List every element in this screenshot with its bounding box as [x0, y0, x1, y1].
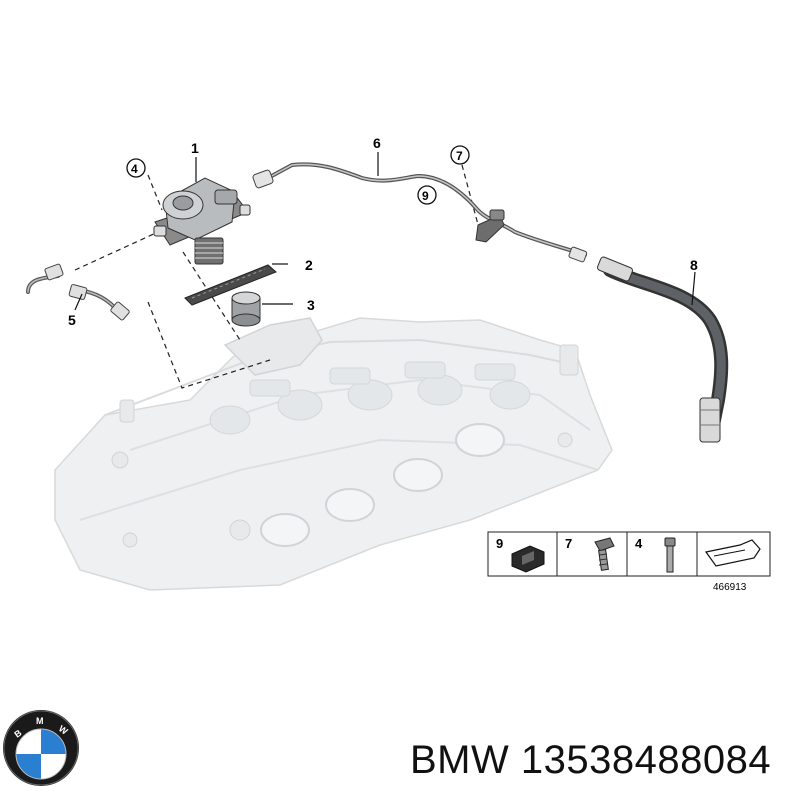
bmw-logo-icon: B M W	[3, 710, 79, 786]
legend-item-9: 9	[496, 536, 503, 551]
callout-3: 3	[307, 297, 315, 313]
callout-5: 5	[68, 312, 76, 328]
cylinder-head	[54, 317, 613, 591]
diagram-reference: 466913	[713, 582, 747, 593]
fuel-line-left	[26, 263, 130, 321]
bolt-icon	[664, 537, 676, 573]
callout-8: 8	[690, 257, 698, 273]
legend-item-4: 4	[635, 536, 643, 551]
svg-text:M: M	[36, 716, 44, 726]
callout-1: 1	[191, 140, 199, 156]
roller-tappet	[231, 291, 261, 327]
high-pressure-pump	[153, 177, 251, 265]
screw-icon	[594, 537, 615, 571]
part-caption: BMW 13538488084	[410, 738, 771, 783]
callout-4: 4	[131, 162, 138, 176]
svg-text:B: B	[12, 727, 23, 739]
callout-6: 6	[373, 135, 381, 151]
callout-2: 2	[305, 257, 313, 273]
callout-7: 7	[456, 149, 463, 163]
legend-item-7: 7	[565, 536, 572, 551]
fuel-hose	[597, 256, 729, 443]
assembly-lines	[74, 164, 481, 389]
fuel-line-main	[252, 162, 588, 263]
arrow-icon	[704, 539, 761, 567]
legend-table: 9 7 4 466913	[487, 531, 771, 593]
gasket	[184, 264, 277, 306]
clip-icon	[511, 545, 545, 573]
callouts: 1 2 3 4 5 6 7 8 9	[68, 135, 698, 328]
part-number: 13538488084	[520, 738, 772, 782]
leader-lines	[74, 152, 696, 311]
callout-9: 9	[422, 189, 429, 203]
brand-name: BMW	[410, 738, 510, 782]
